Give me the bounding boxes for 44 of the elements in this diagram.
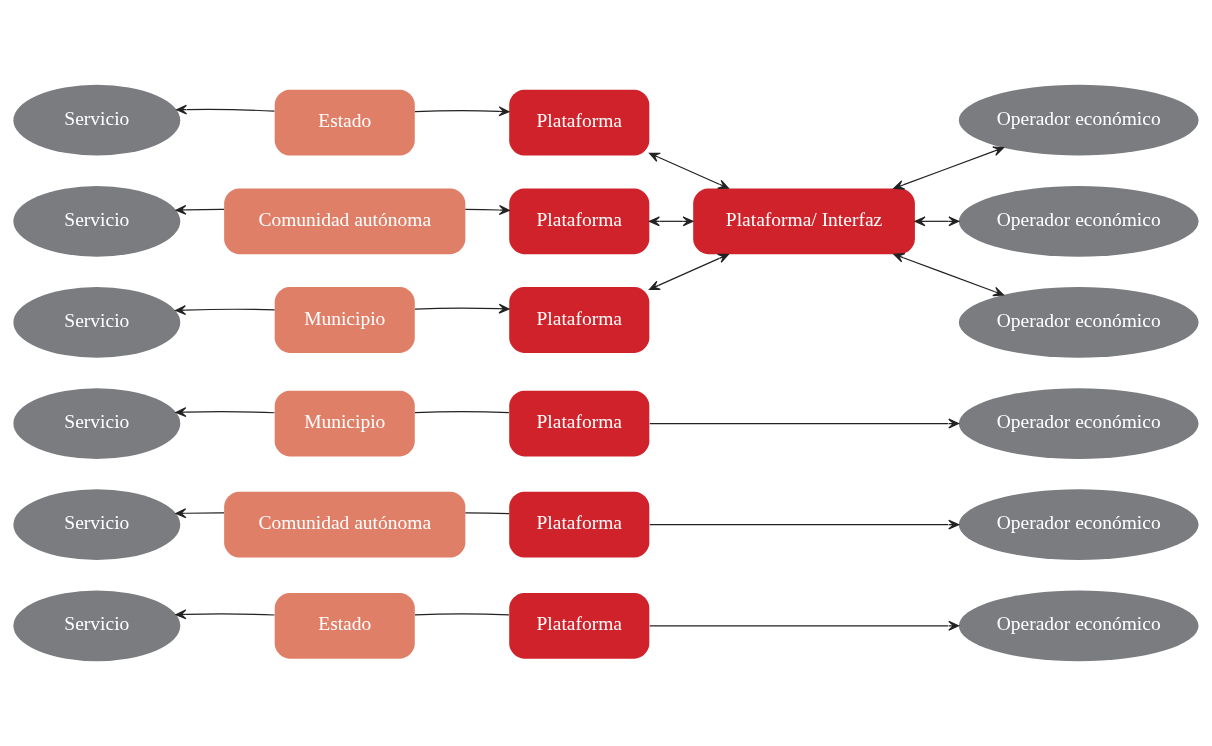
node-box: Estado <box>274 89 415 156</box>
node-ellipse: Operador económico <box>958 388 1199 459</box>
arrow <box>414 106 510 117</box>
connector <box>414 411 510 414</box>
node-box: Municipio <box>274 390 415 457</box>
arrow <box>176 104 275 115</box>
node-box: Plataforma <box>509 287 650 353</box>
arrow <box>175 407 276 418</box>
node-ellipse: Operador económico <box>958 186 1199 257</box>
node-ellipse: Servicio <box>13 287 181 358</box>
node-ellipse: Operador económico <box>958 590 1199 662</box>
node-box: Plataforma <box>509 592 650 659</box>
arrow <box>175 508 225 519</box>
node-ellipse: Operador económico <box>958 489 1199 560</box>
arrow <box>649 519 960 530</box>
arrow <box>649 152 729 189</box>
node-ellipse: Servicio <box>13 84 181 156</box>
arrow <box>893 146 1004 190</box>
arrow <box>175 305 276 316</box>
node-ellipse: Servicio <box>13 489 181 560</box>
node-box: Plataforma <box>509 390 650 457</box>
node-box: Municipio <box>274 287 415 353</box>
connector <box>414 613 510 616</box>
node-box: Plataforma <box>509 188 650 255</box>
node-box: Plataforma/ Interfaz <box>693 188 915 255</box>
node-ellipse: Servicio <box>13 388 181 459</box>
arrow <box>914 216 960 227</box>
arrow <box>649 620 960 631</box>
connector <box>464 512 510 515</box>
node-box: Plataforma <box>509 491 650 558</box>
node-ellipse: Servicio <box>13 590 181 662</box>
node-box: Estado <box>274 592 415 659</box>
node-box: Comunidad autónoma <box>224 491 466 558</box>
arrow <box>649 418 960 429</box>
arrow <box>414 303 510 314</box>
arrow <box>464 205 510 215</box>
node-box: Plataforma <box>509 89 650 156</box>
node-box: Comunidad autónoma <box>224 188 466 255</box>
arrow <box>175 204 225 215</box>
arrow <box>175 609 276 620</box>
arrow <box>649 216 694 227</box>
arrow <box>893 252 1004 297</box>
arrow <box>649 253 729 290</box>
node-ellipse: Servicio <box>13 186 181 257</box>
